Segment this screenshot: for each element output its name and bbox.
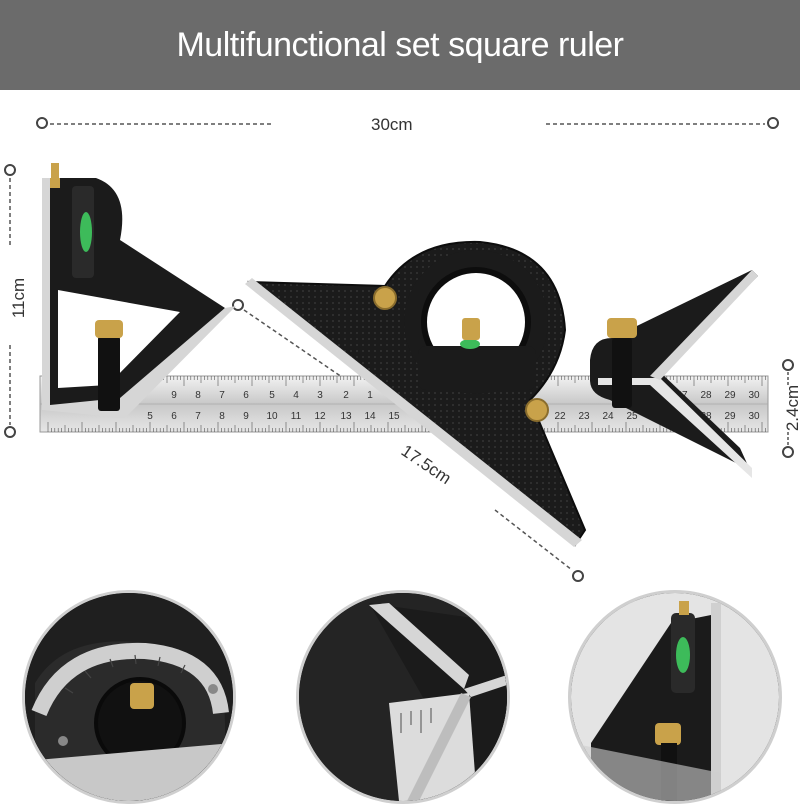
- ruler-tick-label: 2: [343, 390, 349, 401]
- ruler-tick-label: 23: [578, 411, 590, 422]
- ruler-tick-label: 22: [554, 411, 566, 422]
- ruler-tick-label: 11: [291, 411, 302, 422]
- ruler-tick-label: 7: [219, 390, 225, 401]
- height-dimension-line: [4, 164, 16, 438]
- ruler-tick-label: 30: [748, 411, 760, 422]
- ruler-tick-label: 7: [195, 411, 201, 422]
- ruler-tick-label: 9: [171, 390, 177, 401]
- ruler-tick-label: 15: [388, 411, 400, 422]
- protractor-head-detail: [22, 590, 236, 804]
- ruler-tick-label: 9: [243, 411, 249, 422]
- width-dimension-label: 30cm: [371, 115, 413, 134]
- ruler-tick-label: 6: [243, 390, 249, 401]
- ruler-tick-label: 10: [266, 411, 278, 422]
- ruler-tick-label: 8: [195, 390, 201, 401]
- center-head-detail: [296, 590, 510, 804]
- ruler-tick-label: 30: [748, 390, 760, 401]
- center-head: [590, 270, 758, 478]
- banner-title: Multifunctional set square ruler: [176, 25, 624, 64]
- square-head: [42, 163, 236, 418]
- thickness-dimension-label: 2.4cm: [783, 384, 800, 432]
- ruler-tick-label: 3: [317, 390, 323, 401]
- ruler-tick-label: 12: [314, 411, 326, 422]
- width-dimension-line: [36, 117, 779, 129]
- ruler-tick-label: 8: [219, 411, 225, 422]
- ruler-tick-label: 6: [171, 411, 177, 422]
- thickness-dimension-line: [782, 359, 794, 458]
- ruler-tick-label: 4: [293, 390, 299, 401]
- ruler-tick-label: 24: [602, 411, 614, 422]
- ruler-tick-label: 25: [626, 411, 638, 422]
- ruler-tick-label: 14: [364, 411, 376, 422]
- ruler-tick-label: 29: [724, 411, 736, 422]
- ruler-tick-label: 5: [147, 411, 153, 422]
- square-head-detail: [568, 590, 782, 804]
- title-banner: Multifunctional set square ruler: [0, 0, 800, 90]
- ruler-tick-label: 29: [724, 390, 736, 401]
- height-dimension-label: 11cm: [9, 277, 28, 319]
- ruler-tick-label: 28: [700, 390, 712, 401]
- ruler-tick-label: 13: [340, 411, 352, 422]
- ruler-tick-label: 5: [269, 390, 275, 401]
- protractor-head: [245, 240, 587, 547]
- ruler-tick-label: 1: [367, 390, 373, 401]
